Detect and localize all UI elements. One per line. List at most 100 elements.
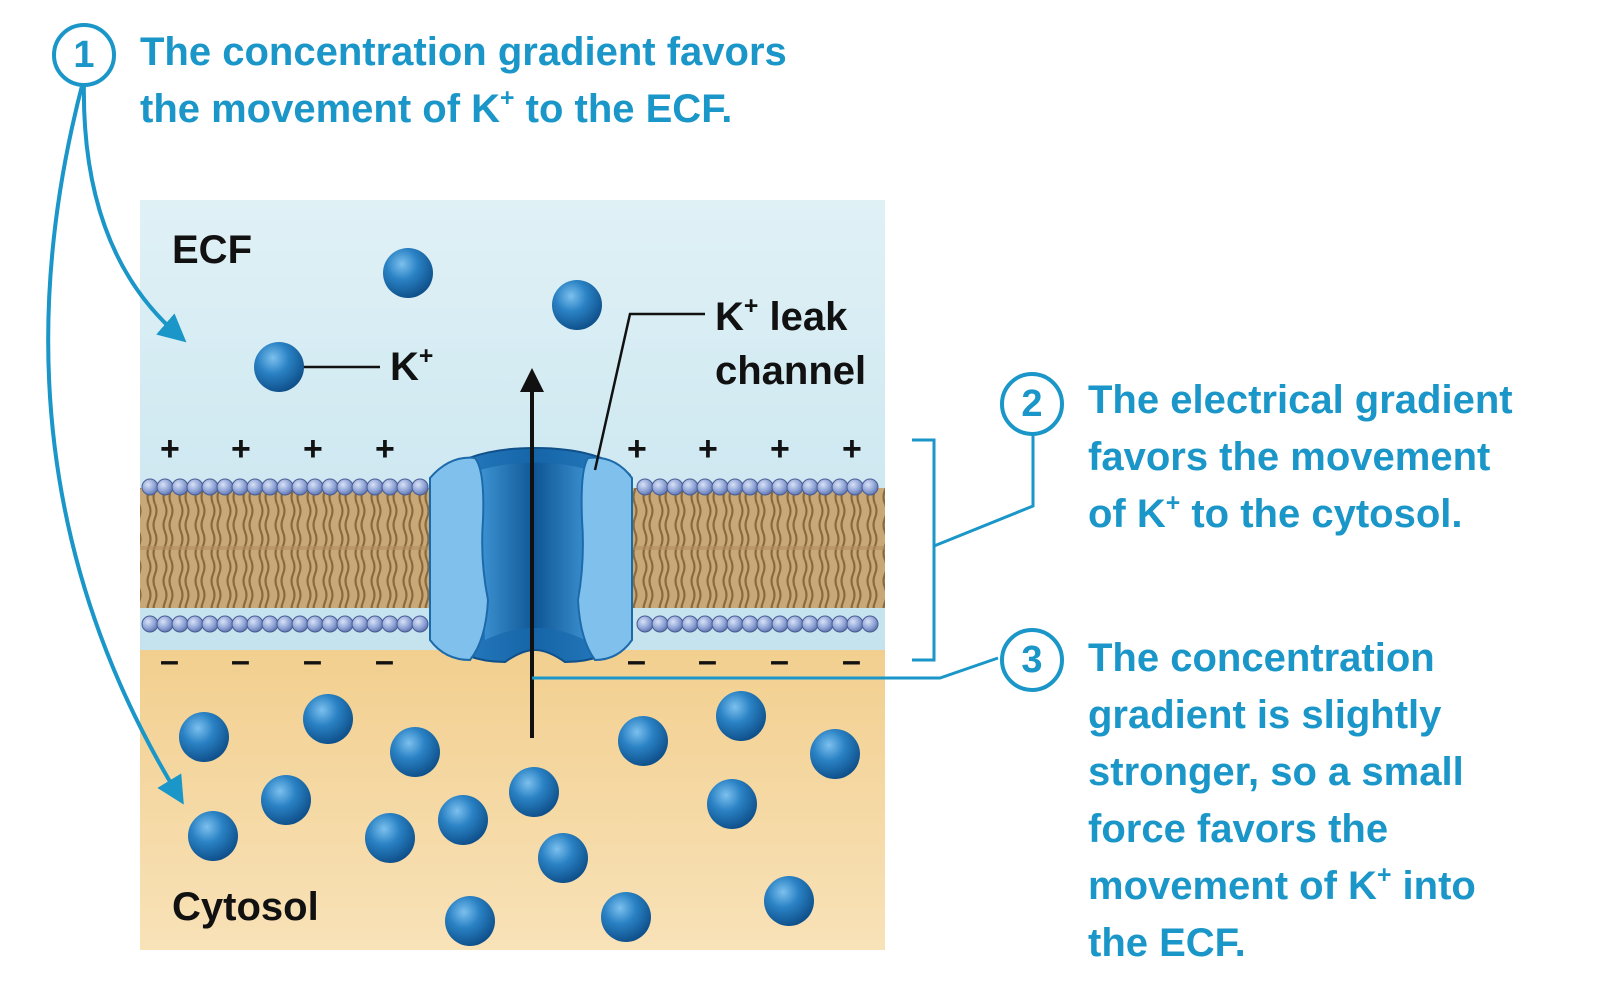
channel-label-line2: channel: [715, 349, 867, 393]
step1-line1: The concentration gradient favors: [140, 30, 787, 74]
phospholipid-head: [696, 478, 714, 496]
potassium-ion: [810, 729, 860, 779]
phospholipid-head: [756, 615, 774, 633]
potassium-ion: [188, 811, 238, 861]
phospholipid-head: [366, 615, 384, 633]
potassium-ion: [716, 691, 766, 741]
negative-charge: –: [303, 642, 322, 680]
phospholipid-head: [861, 478, 879, 496]
phospholipid-head: [216, 478, 234, 496]
phospholipid-head: [231, 478, 249, 496]
phospholipid-head: [756, 478, 774, 496]
step3-number: 3: [1021, 639, 1043, 681]
phospholipid-head: [681, 615, 699, 633]
potassium-ion: [707, 779, 757, 829]
phospholipid-head: [291, 615, 309, 633]
phospholipid-head: [261, 615, 279, 633]
phospholipid-head: [741, 478, 759, 496]
phospholipid-head: [216, 615, 234, 633]
phospholipid-head: [681, 478, 699, 496]
phospholipid-head: [366, 478, 384, 496]
phospholipid-head: [381, 615, 399, 633]
phospholipid-head: [411, 615, 429, 633]
phospholipid-head: [771, 478, 789, 496]
step1-number: 1: [73, 34, 95, 76]
step3-line5: movement of K+ into: [1088, 861, 1476, 908]
step3-line2: gradient is slightly: [1088, 693, 1442, 737]
ecf-label: ECF: [172, 228, 252, 272]
phospholipid-head: [306, 478, 324, 496]
positive-charge: +: [231, 430, 251, 468]
phospholipid-head: [771, 615, 789, 633]
potassium-ion: [764, 876, 814, 926]
phospholipid-head: [201, 478, 219, 496]
phospholipid-head: [156, 615, 174, 633]
negative-charge: –: [375, 642, 394, 680]
phospholipid-head: [726, 615, 744, 633]
phospholipid-head: [636, 615, 654, 633]
phospholipid-head: [861, 615, 879, 633]
cytosol-label: Cytosol: [172, 885, 319, 929]
negative-charge: –: [698, 642, 717, 680]
potassium-ion: [538, 833, 588, 883]
positive-charge: +: [627, 430, 647, 468]
step1-arrows: [46, 77, 187, 805]
phospholipid-head: [321, 615, 339, 633]
potassium-ion: [509, 767, 559, 817]
potassium-ion: [365, 813, 415, 863]
positive-charge: +: [770, 430, 790, 468]
negative-charge: –: [160, 642, 179, 680]
phospholipid-head: [831, 615, 849, 633]
potassium-ion: [552, 280, 602, 330]
phospholipid-head: [231, 615, 249, 633]
potassium-ion: [438, 795, 488, 845]
step3-line6: the ECF.: [1088, 921, 1246, 965]
phospholipid-head: [351, 478, 369, 496]
step2-text: The electrical gradient favors the movem…: [1088, 372, 1513, 543]
negative-charge: –: [842, 642, 861, 680]
phospholipid-head: [351, 615, 369, 633]
potassium-ion: [618, 716, 668, 766]
phospholipid-head: [711, 615, 729, 633]
ion-label: K+: [390, 342, 434, 389]
potassium-ion: [390, 727, 440, 777]
phospholipid-head: [411, 478, 429, 496]
phospholipid-head: [651, 615, 669, 633]
phospholipid-head: [261, 478, 279, 496]
phospholipid-head: [396, 615, 414, 633]
step3-number-badge: 3: [1000, 628, 1064, 692]
positive-charge: +: [375, 430, 395, 468]
phospholipid-head: [171, 478, 189, 496]
phospholipid-head: [741, 615, 759, 633]
step2-number: 2: [1021, 383, 1043, 425]
potassium-ion: [261, 775, 311, 825]
step2-line3: of K+ to the cytosol.: [1088, 489, 1463, 536]
phospholipid-head: [696, 615, 714, 633]
phospholipid-head: [141, 478, 159, 496]
step3-connector: [532, 656, 999, 680]
channel-label-line1: K+ leak: [715, 292, 848, 339]
step2-number-badge: 2: [1000, 372, 1064, 436]
phospholipid-head: [846, 615, 864, 633]
step2-line1: The electrical gradient: [1088, 378, 1513, 422]
negative-charge: –: [627, 642, 646, 680]
potassium-ion: [303, 694, 353, 744]
phospholipid-head: [201, 615, 219, 633]
membrane-bracket: [912, 430, 1035, 662]
potassium-ion: [179, 712, 229, 762]
potassium-ion: [254, 342, 304, 392]
phospholipid-head: [396, 478, 414, 496]
phospholipid-head: [246, 615, 264, 633]
potassium-ion: [383, 248, 433, 298]
phospholipid-head: [291, 478, 309, 496]
phospholipid-head: [321, 478, 339, 496]
phospholipid-head: [171, 615, 189, 633]
phospholipid-head: [336, 478, 354, 496]
phospholipid-head: [186, 478, 204, 496]
phospholipid-head: [306, 615, 324, 633]
phospholipid-head: [336, 615, 354, 633]
phospholipid-head: [381, 478, 399, 496]
phospholipid-head: [846, 478, 864, 496]
phospholipid-head: [801, 478, 819, 496]
phospholipid-head: [141, 615, 159, 633]
